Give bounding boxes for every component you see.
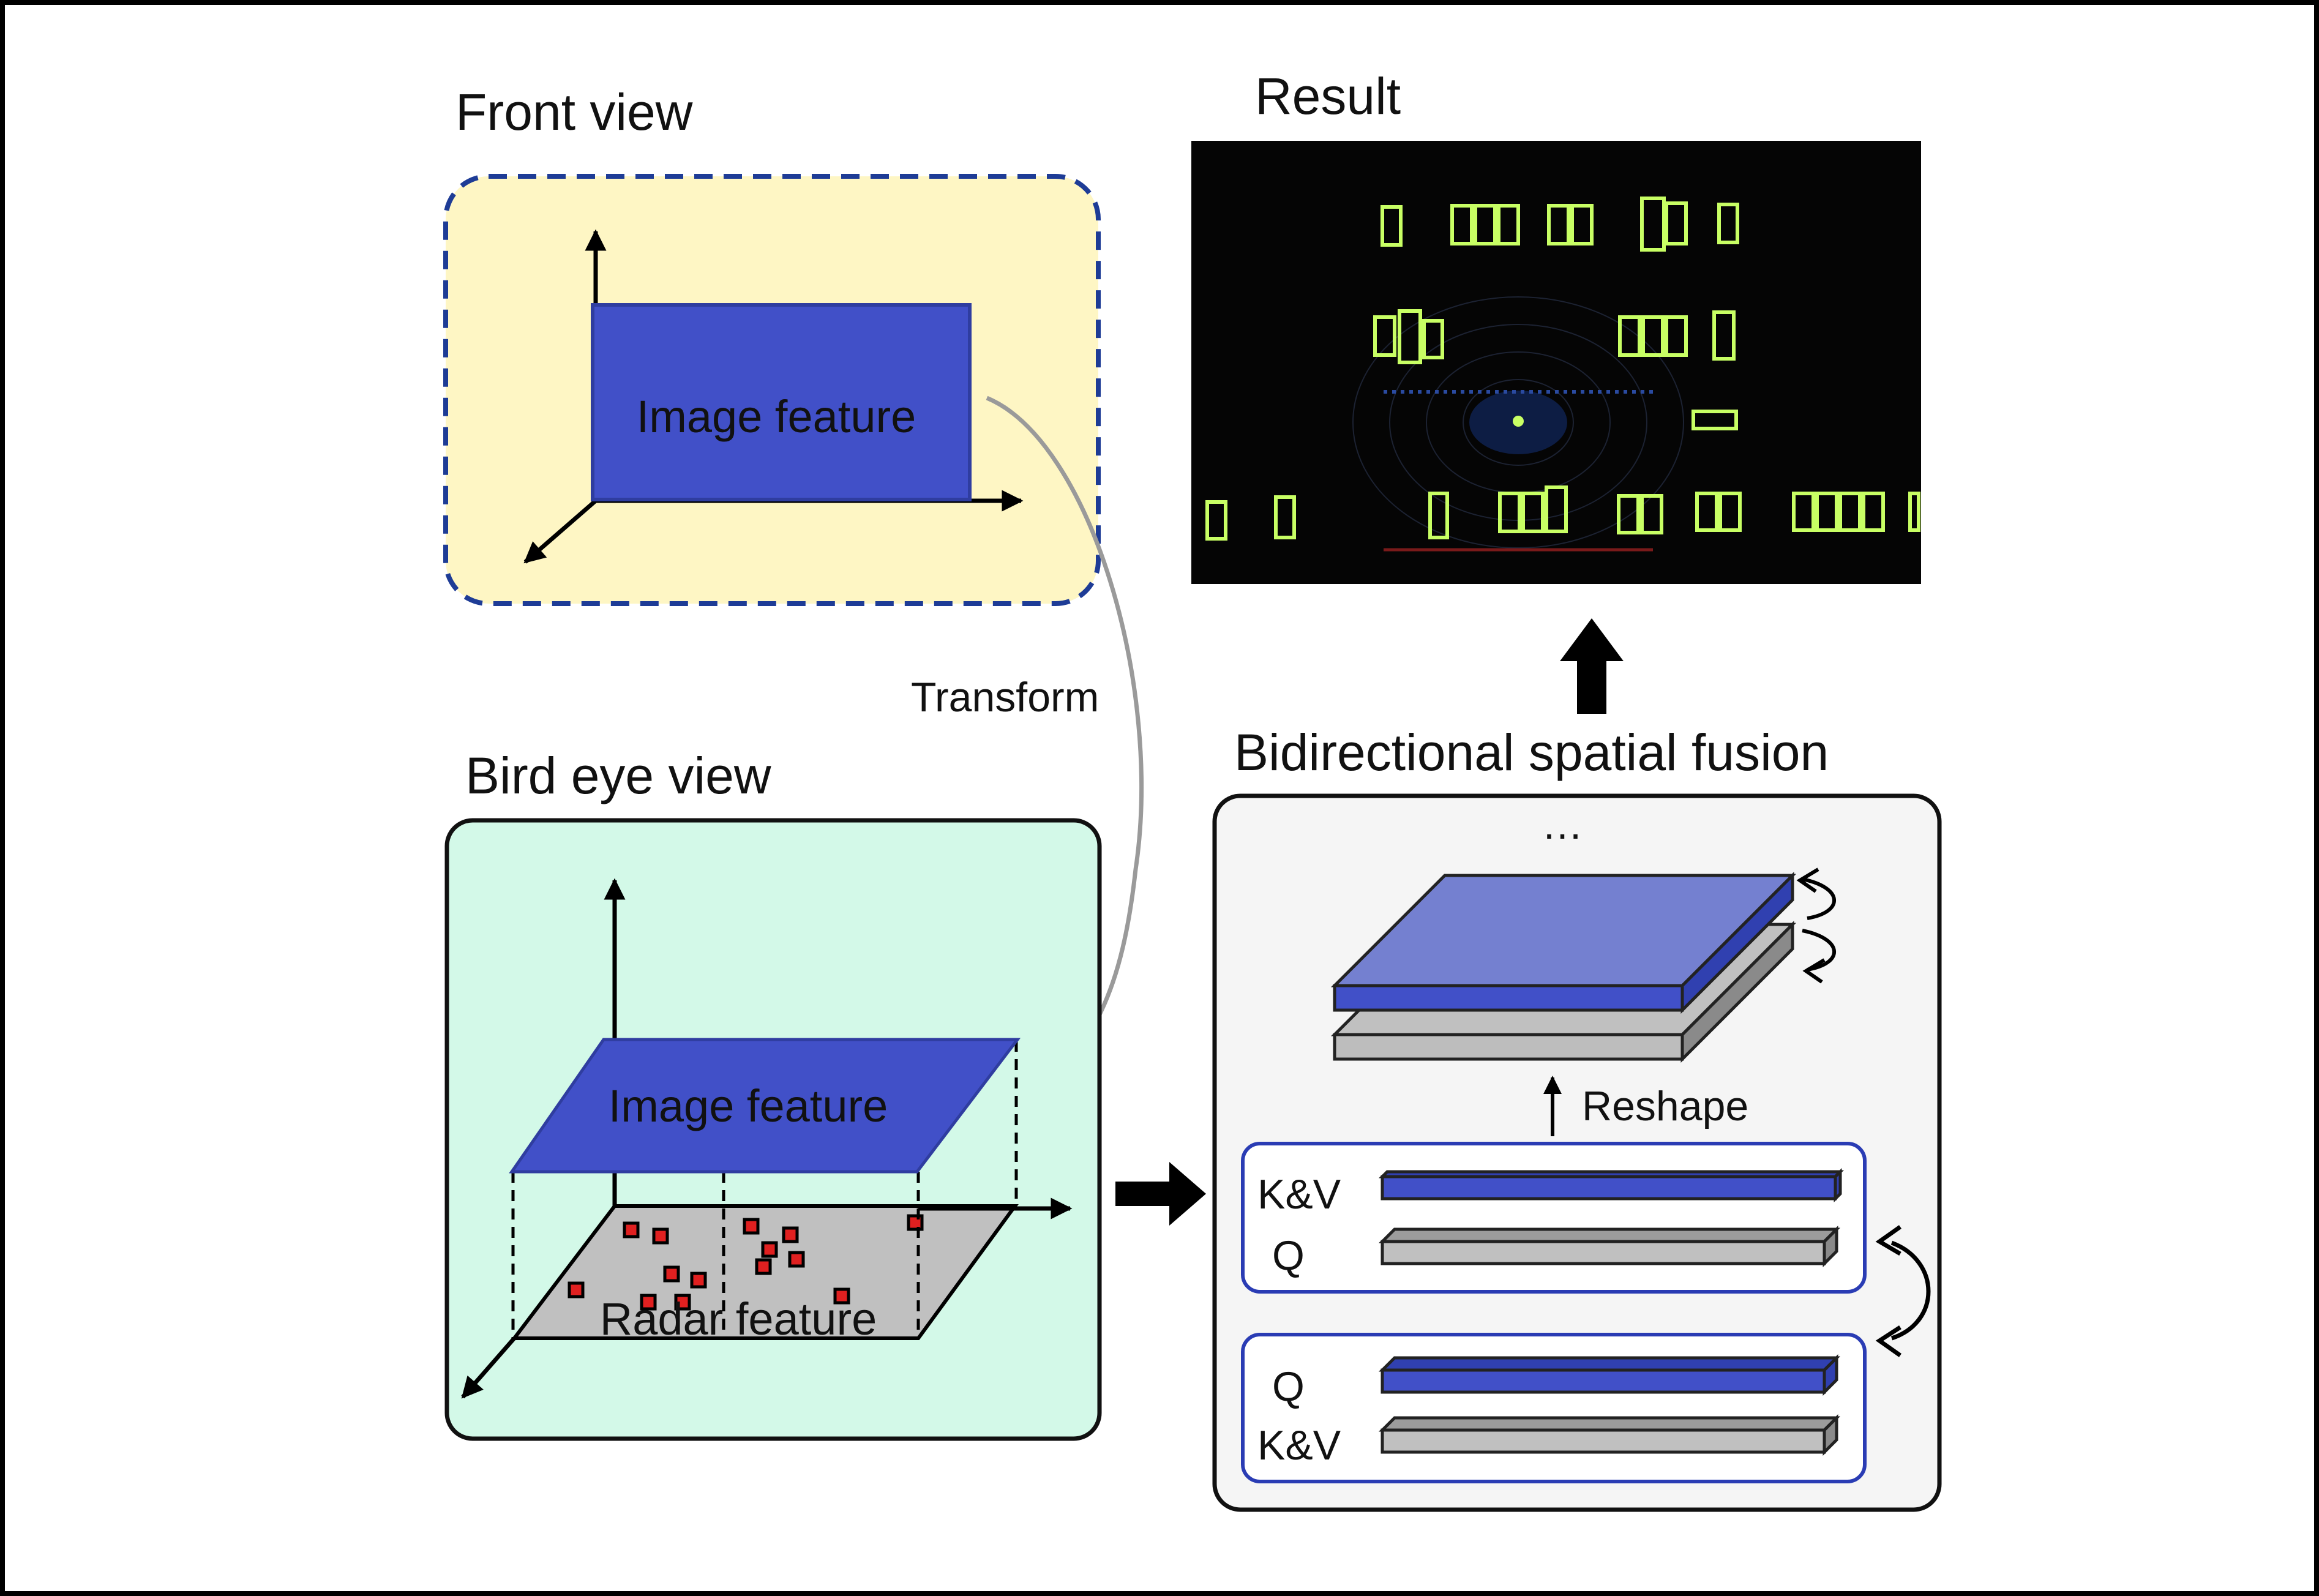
block-bottom-row1-label: Q	[1272, 1363, 1305, 1410]
result-title: Result	[1255, 67, 1401, 125]
attention-block-bottom: Q K&V	[1241, 1333, 1867, 1483]
radar-point	[833, 1287, 850, 1305]
bev-image-feature-plane	[509, 1038, 1021, 1174]
block-bottom-row2-label: K&V	[1257, 1422, 1341, 1469]
radar-point	[907, 1214, 924, 1231]
radar-feature-label: Radar feature	[600, 1294, 877, 1344]
radar-point	[690, 1272, 707, 1289]
reshape-label: Reshape	[1582, 1083, 1748, 1130]
bird-eye-view-panel: Bird eye view Radar feature	[444, 747, 1102, 1441]
fusion-panel: Bidirectional spatial fusion … Reshape K…	[1212, 724, 1942, 1512]
front-view-title: Front view	[455, 83, 693, 141]
block-exchange-arrow	[1875, 1225, 1931, 1357]
radar-point	[761, 1241, 778, 1258]
radar-point	[674, 1294, 691, 1311]
block-top-row1-label: K&V	[1257, 1171, 1341, 1218]
ego-vehicle	[1513, 416, 1524, 427]
detection-boxes	[1205, 197, 1920, 541]
block-top-row2-label: Q	[1272, 1232, 1305, 1279]
bird-eye-view-title: Bird eye view	[465, 747, 771, 804]
slab-swap-arrows	[1796, 867, 1836, 984]
attention-block-top: K&V Q	[1241, 1142, 1867, 1294]
fusion-ellipsis: …	[1542, 801, 1583, 848]
radar-point	[788, 1251, 805, 1268]
result-panel: Result	[1191, 67, 1921, 584]
radar-points	[568, 1214, 924, 1311]
radar-point	[743, 1218, 760, 1235]
result-image	[1191, 141, 1921, 584]
transform-label: Transform	[911, 674, 1099, 721]
radar-point	[755, 1258, 772, 1275]
bev-z-axis	[461, 1336, 516, 1399]
blue-slab	[1330, 871, 1797, 1014]
radar-point	[652, 1227, 669, 1245]
fusion-title: Bidirectional spatial fusion	[1234, 724, 1829, 781]
radar-point	[623, 1221, 640, 1238]
fusion-to-result-arrow	[1560, 618, 1624, 714]
front-view-image-feature-label: Image feature	[637, 391, 916, 442]
bev-image-feature-label: Image feature	[609, 1081, 888, 1131]
bev-to-fusion-arrow	[1115, 1162, 1206, 1226]
radar-point	[640, 1294, 657, 1311]
front-view-image-feature	[591, 303, 972, 501]
projection-lines	[511, 1041, 1018, 1338]
front-view-z-axis	[523, 499, 598, 564]
radar-point	[663, 1265, 680, 1283]
front-view-panel: Front view Image feature	[443, 83, 1101, 606]
radar-point	[782, 1226, 799, 1243]
radar-point	[568, 1281, 585, 1298]
